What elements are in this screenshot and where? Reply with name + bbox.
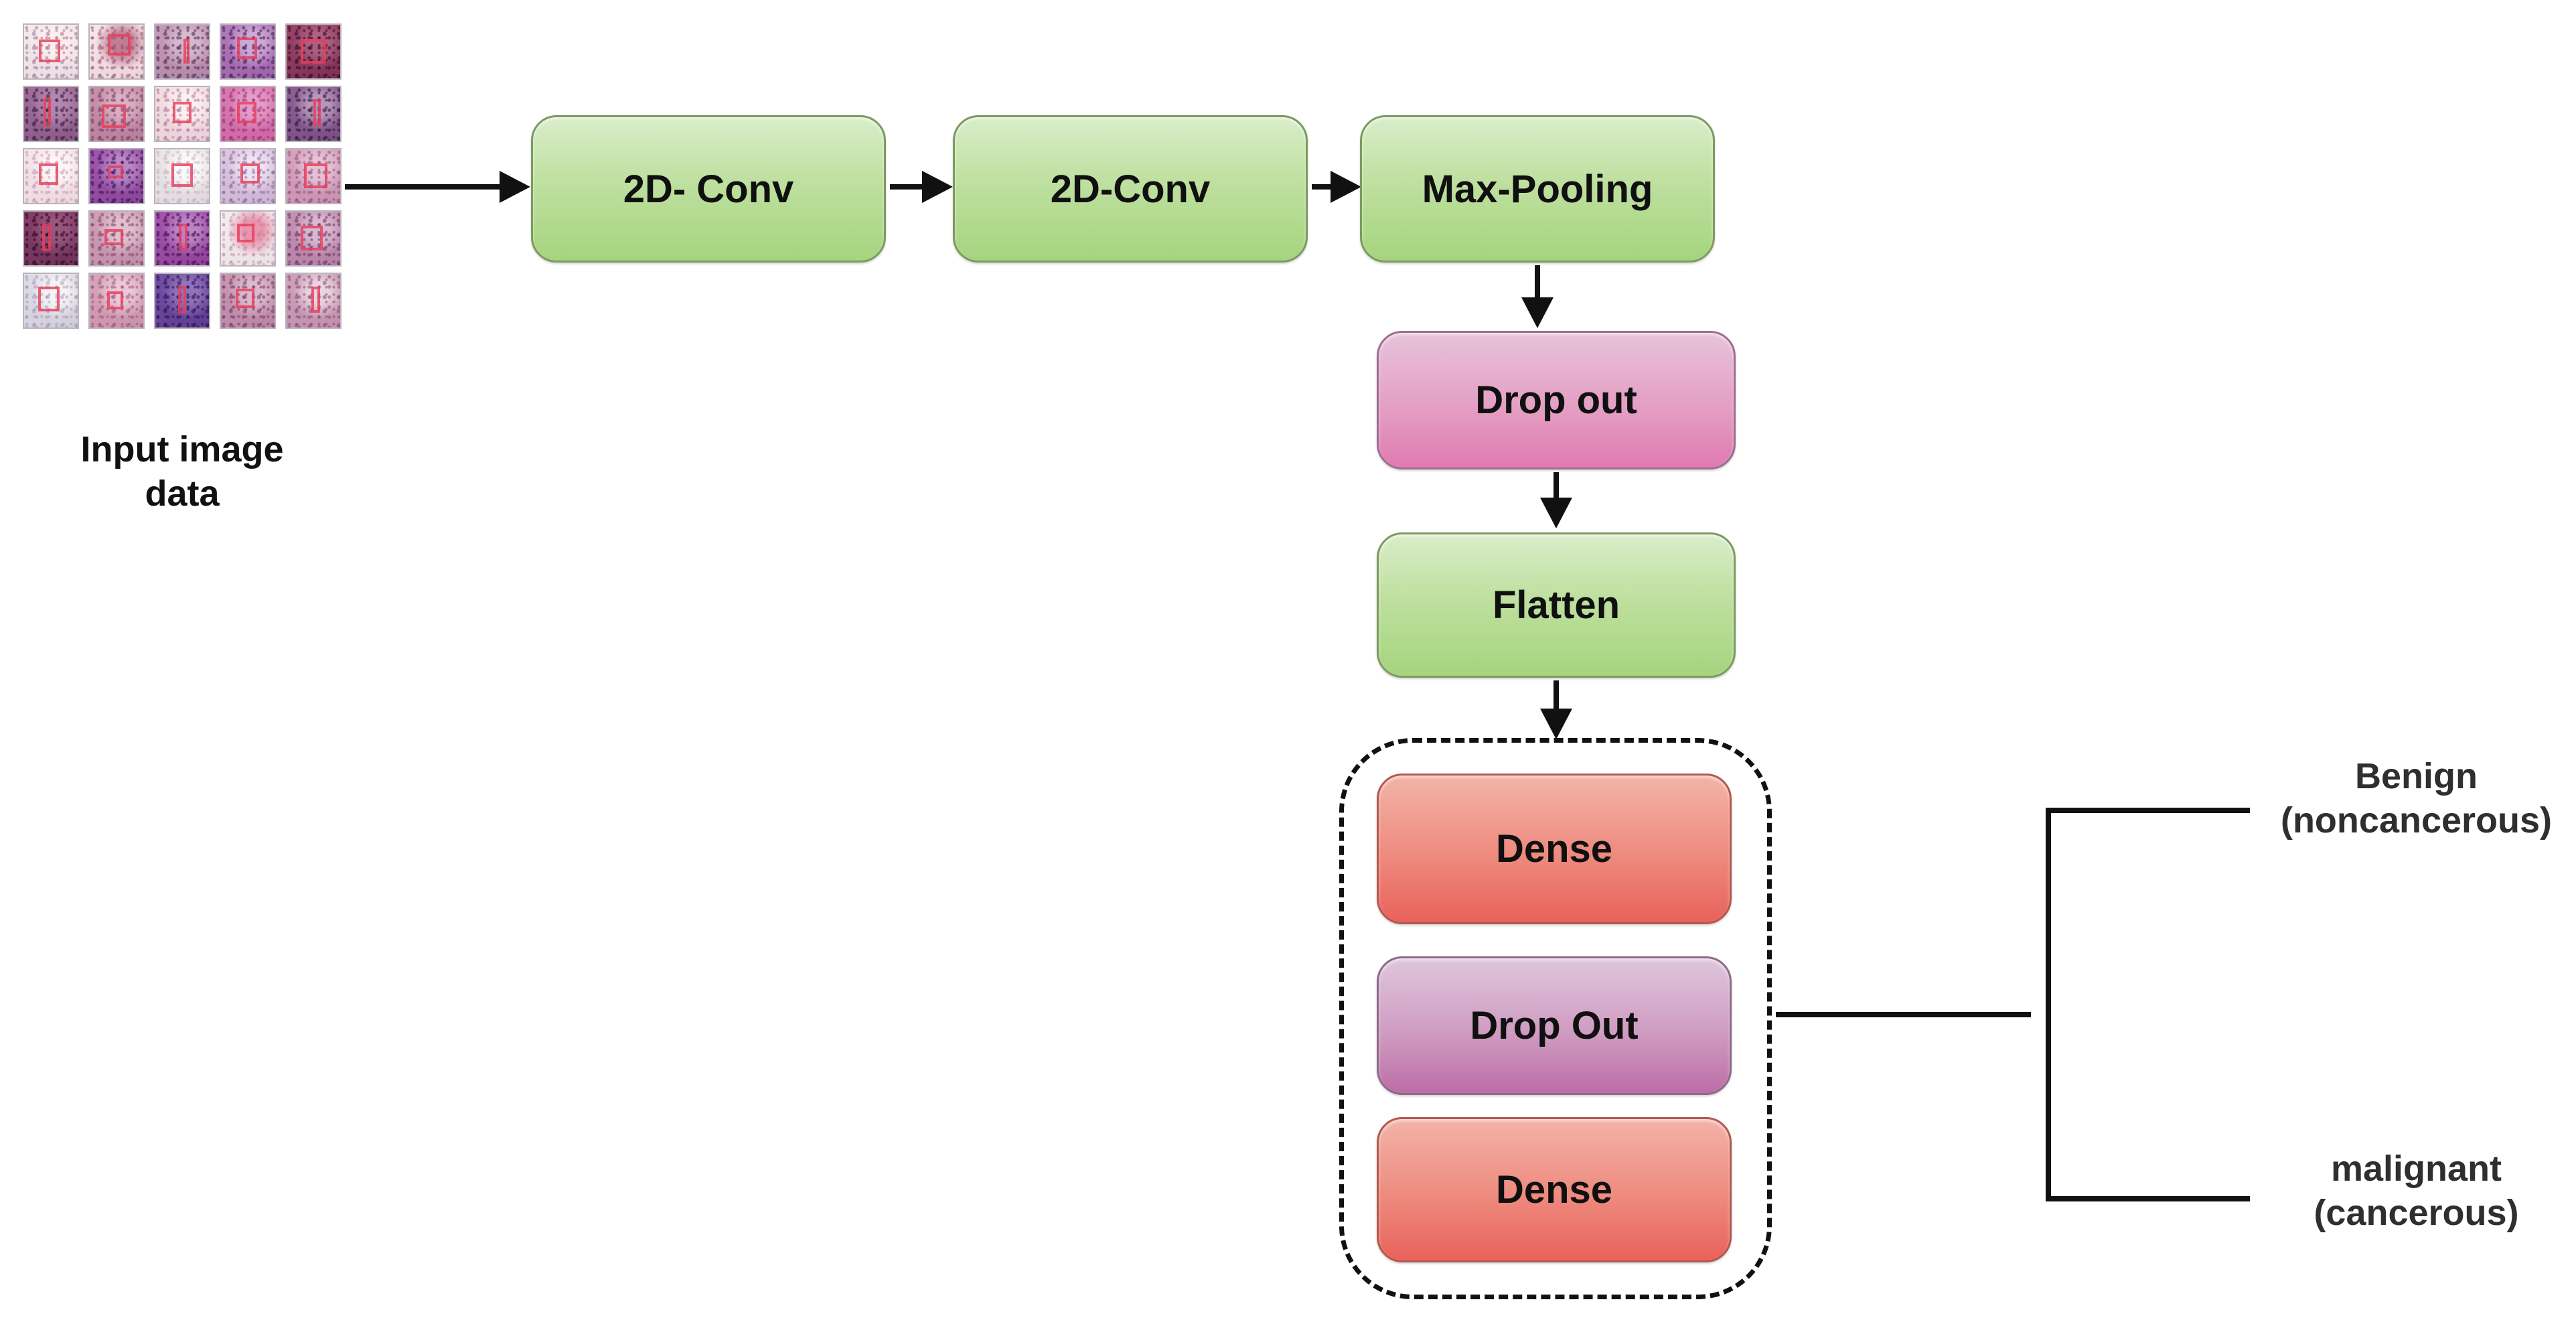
histology-thumbnail (220, 210, 276, 267)
node-dropout-1: Drop out (1377, 331, 1736, 469)
annotation-box (108, 165, 123, 179)
node-dropout-1-label: Drop out (1475, 378, 1637, 422)
arrow-flatten-to-denseblock-line (1554, 680, 1559, 711)
arrow-maxpool-to-dropout-head (1521, 297, 1554, 328)
output-label-benign: Benign (noncancerous) (2257, 754, 2576, 843)
input-image-label: Input image data (25, 427, 339, 516)
branch-middle-line (1776, 1012, 2031, 1017)
annotation-box (179, 223, 187, 250)
node-flatten: Flatten (1377, 532, 1736, 678)
arrow-input-to-conv1-head (500, 171, 530, 203)
annotation-box (101, 104, 127, 128)
histology-thumbnail (154, 210, 210, 267)
arrow-input-to-conv1-line (345, 184, 501, 190)
histology-thumbnail (220, 23, 276, 80)
annotation-box (42, 223, 51, 252)
histology-thumbnail (88, 86, 145, 142)
annotation-box (313, 98, 321, 126)
histology-thumbnail (285, 86, 342, 142)
annotation-box (240, 163, 260, 184)
arrow-conv1-to-conv2-head (922, 171, 953, 203)
annotation-box (300, 38, 327, 64)
output-label-benign-line2: (noncancerous) (2280, 800, 2553, 840)
classifier-block-dashed-container (1339, 738, 1772, 1299)
histology-thumbnail (154, 148, 210, 204)
annotation-box (39, 163, 59, 185)
node-dropout-2: Drop Out (1377, 956, 1732, 1095)
input-image-label-line1: Input image (80, 429, 284, 469)
annotation-box (177, 285, 187, 314)
annotation-box (39, 40, 61, 62)
histology-thumbnail (154, 86, 210, 142)
histology-thumbnail (220, 86, 276, 142)
node-dropout-2-label: Drop Out (1470, 1004, 1639, 1047)
node-maxpooling: Max-Pooling (1360, 115, 1715, 263)
arrow-conv2-to-maxpool-head (1331, 171, 1361, 203)
annotation-box (237, 102, 256, 124)
histology-thumbnail (154, 273, 210, 329)
arrow-dropout-to-flatten-line (1554, 472, 1559, 500)
histology-thumbnail (285, 273, 342, 329)
branch-vertical-line (2046, 808, 2051, 1201)
histology-thumbnail (154, 23, 210, 80)
output-label-malignant-line1: malignant (2330, 1149, 2502, 1189)
arrow-conv1-to-conv2-line (890, 184, 925, 190)
output-label-benign-line1: Benign (2355, 756, 2478, 796)
output-label-malignant: malignant (cancerous) (2257, 1147, 2576, 1235)
input-image-label-line2: data (145, 473, 220, 514)
branch-bottom-line (2046, 1196, 2250, 1201)
histology-thumbnail (88, 23, 145, 80)
histology-thumbnail (23, 210, 79, 267)
histology-thumbnail (88, 273, 145, 329)
annotation-box (172, 102, 192, 124)
annotation-box (171, 163, 193, 187)
node-conv2d-2-label: 2D-Conv (1050, 167, 1211, 211)
histology-thumbnail (23, 86, 79, 142)
annotation-box (108, 34, 131, 56)
annotation-box (237, 223, 254, 243)
arrow-dropout-to-flatten-head (1540, 498, 1572, 528)
node-conv2d-1-label: 2D- Conv (623, 167, 794, 211)
arrow-maxpool-to-dropout-line (1535, 265, 1540, 300)
node-dense-1: Dense (1377, 774, 1732, 924)
annotation-box (303, 163, 327, 188)
annotation-box (183, 38, 190, 64)
arrow-flatten-to-denseblock-head (1540, 709, 1572, 739)
node-conv2d-2: 2D-Conv (953, 115, 1308, 263)
histology-thumbnail (220, 148, 276, 204)
annotation-box (300, 225, 323, 250)
node-dense-1-label: Dense (1495, 827, 1613, 871)
arrow-conv2-to-maxpool-line (1312, 184, 1333, 190)
node-maxpooling-label: Max-Pooling (1422, 167, 1653, 211)
histology-thumbnail (88, 210, 145, 267)
histology-thumbnail (285, 23, 342, 80)
node-dense-2: Dense (1377, 1117, 1732, 1262)
annotation-box (37, 287, 60, 311)
annotation-box (104, 228, 123, 245)
histology-thumbnail (23, 273, 79, 329)
annotation-box (106, 291, 123, 309)
node-dense-2-label: Dense (1495, 1168, 1613, 1212)
branch-top-line (2046, 808, 2250, 813)
annotation-box (237, 38, 258, 60)
histology-thumbnail (23, 148, 79, 204)
input-image-grid (23, 23, 342, 332)
histology-thumbnail (88, 148, 145, 204)
node-conv2d-1: 2D- Conv (531, 115, 886, 263)
output-label-malignant-line2: (cancerous) (2314, 1193, 2519, 1233)
annotation-box (43, 98, 51, 126)
histology-thumbnail (285, 148, 342, 204)
histology-thumbnail (23, 23, 79, 80)
annotation-box (236, 289, 254, 309)
node-flatten-label: Flatten (1492, 583, 1620, 627)
histology-thumbnail (220, 273, 276, 329)
annotation-box (311, 287, 320, 313)
histology-thumbnail (285, 210, 342, 267)
